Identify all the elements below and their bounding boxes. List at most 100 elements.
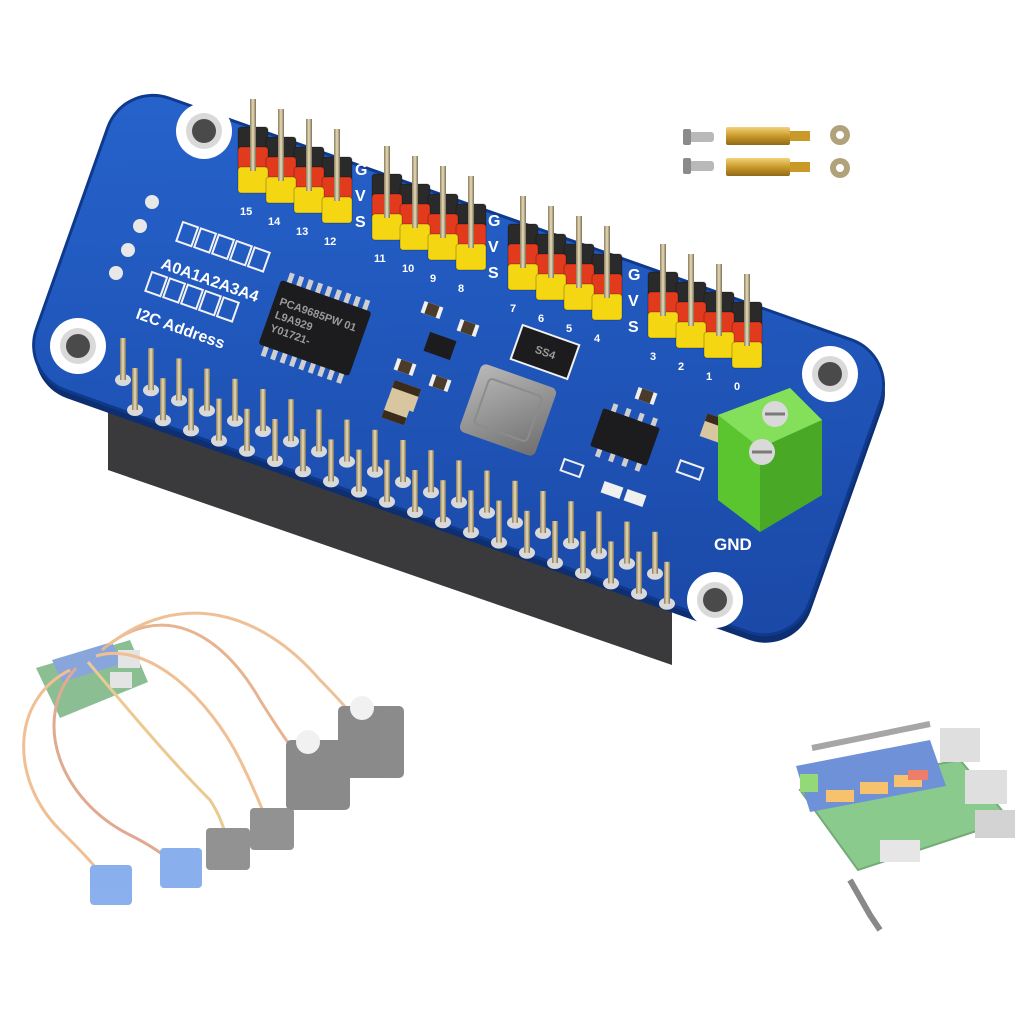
channel-label: 3 (650, 351, 656, 363)
mounting-hole-top-left (176, 103, 232, 159)
header-pin (548, 246, 554, 278)
gpio-pin (288, 399, 294, 442)
hex-nut-icon (830, 125, 850, 178)
servo-driver-hat: A0A1A2A3A4 I2C Address PCA9685PW 01 L9A9… (32, 93, 886, 665)
header-pin (334, 169, 340, 201)
gpio-pin (428, 450, 434, 493)
mounting-hole-left (50, 318, 106, 374)
header-pin (468, 196, 474, 228)
gpio-header-pins (115, 338, 675, 610)
header-pin (744, 274, 750, 306)
gpio-pin (468, 490, 474, 533)
header-pin (520, 196, 526, 228)
gpio-pin (568, 501, 574, 544)
gpio-pin (512, 480, 518, 523)
header-pin (604, 246, 610, 278)
header-pin (384, 186, 390, 218)
channel-label: 10 (402, 263, 414, 275)
row-letter-v: V (628, 293, 639, 310)
gpio-pin (664, 561, 670, 604)
servo-wiring-demo (22, 611, 404, 905)
gpio-pin (652, 531, 658, 574)
test-pads (109, 195, 159, 280)
gpio-pin (608, 541, 614, 584)
servo-header-group-c[interactable] (507, 196, 623, 321)
header-pin (576, 216, 582, 248)
servo-header-group-b[interactable] (371, 146, 487, 271)
channel-label: 7 (510, 303, 516, 315)
header-pin (716, 264, 722, 296)
header-pin (384, 166, 390, 198)
gnd-label: GND (714, 535, 752, 554)
header-pin (278, 129, 284, 161)
row-letter-v: V (355, 188, 366, 205)
header-pin (440, 206, 446, 238)
header-pin (468, 176, 474, 208)
gpio-pin (484, 470, 490, 513)
gpio-pin (160, 378, 166, 421)
header-pin (688, 274, 694, 306)
header-pin (548, 226, 554, 258)
row-letter-s: S (355, 214, 366, 231)
regulator-chip: SS4 (509, 323, 581, 381)
smd-components (381, 301, 727, 507)
mounting-hole-right (802, 346, 858, 402)
channel-label: 9 (430, 273, 436, 285)
channel-label: 11 (374, 253, 386, 265)
gpio-pin (624, 521, 630, 564)
mini-pi-board (36, 640, 148, 718)
mounting-hole-bottom-right (687, 572, 743, 628)
gpio-pin (496, 500, 502, 543)
header-pin (412, 196, 418, 228)
raspberry-pi-mount-inset (796, 721, 1015, 932)
gpio-pin (384, 459, 390, 502)
header-pin (716, 304, 722, 336)
gpio-pin (176, 358, 182, 401)
gpio-pin (440, 480, 446, 523)
gpio-pin (204, 368, 210, 411)
gpio-pin (456, 460, 462, 503)
channel-label: 6 (538, 313, 544, 325)
header-pin (660, 264, 666, 296)
gpio-pin (344, 419, 350, 462)
header-pin (576, 256, 582, 288)
gpio-pin (244, 408, 250, 451)
header-pin (660, 244, 666, 276)
gpio-pin (580, 531, 586, 574)
gpio-pin (400, 440, 406, 482)
gpio-pin (540, 491, 546, 533)
header-pin (278, 109, 284, 141)
header-pin (468, 216, 474, 248)
pca9685-chip: PCA9685PW 01 L9A929 Y01721- (259, 272, 371, 384)
header-pin (250, 119, 256, 151)
header-pin (548, 206, 554, 238)
channel-label: 12 (324, 236, 336, 248)
gpio-pin (272, 419, 278, 461)
header-pin (688, 294, 694, 326)
channel-label: 4 (594, 333, 601, 345)
header-pin (334, 149, 340, 181)
servo-header-group-a[interactable] (237, 99, 353, 224)
gpio-pin (216, 398, 222, 441)
gpio-pin (636, 551, 642, 594)
gpio-pin (300, 429, 306, 472)
servo-header-group-d[interactable] (647, 244, 763, 369)
header-pin (384, 146, 390, 178)
gpio-pin (316, 409, 322, 452)
servo-header-groups (237, 99, 763, 369)
header-pin (412, 156, 418, 188)
gpio-pin (524, 510, 530, 553)
header-pin (250, 99, 256, 131)
gpio-pin (328, 439, 334, 482)
gpio-pin (260, 389, 266, 431)
channel-label: 0 (734, 381, 740, 393)
power-terminal-block (718, 388, 822, 532)
channel-label: 8 (458, 283, 464, 295)
row-letter-v: V (488, 239, 499, 256)
screw-icon (683, 129, 714, 174)
header-pin (688, 254, 694, 286)
row-letter-g: G (628, 267, 640, 284)
row-letter-g: G (488, 213, 500, 230)
